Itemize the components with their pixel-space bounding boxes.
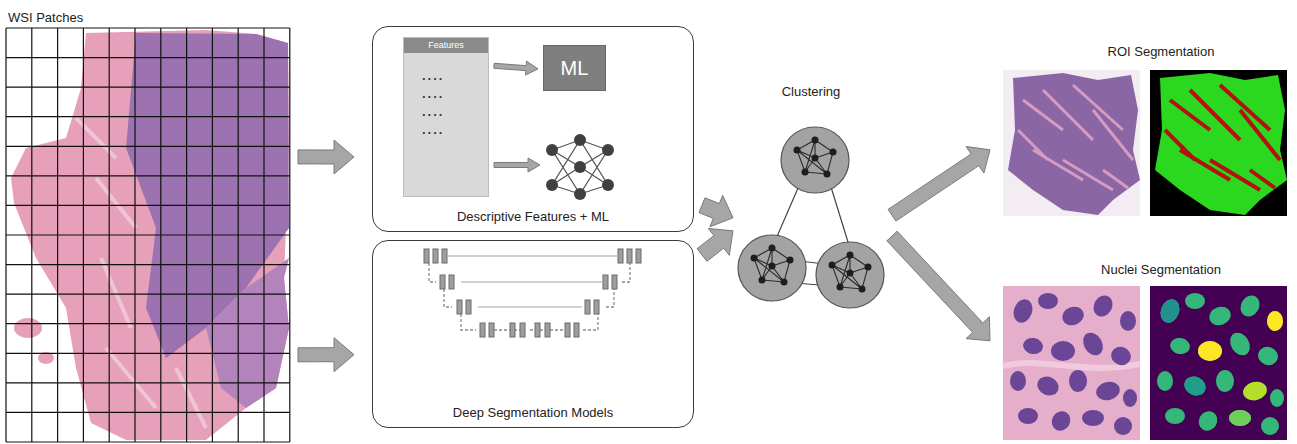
group-label: Descriptive Features + ML [373, 209, 693, 225]
block-arrow [298, 140, 354, 174]
result-figure: ROI Segmentation [1000, 40, 1292, 220]
cluster-graph [738, 127, 884, 308]
box-label: ML [561, 57, 589, 79]
table-row: .... [404, 67, 488, 85]
block-arrow [494, 61, 538, 75]
figure-heading: ROI Segmentation [1000, 44, 1292, 60]
figure-heading: WSI Patches [4, 10, 292, 26]
roi-mask-image [1150, 70, 1287, 216]
result-figure: Nuclei Segmentation [1000, 258, 1292, 442]
table-row: .... [404, 103, 488, 121]
block-arrow [298, 338, 354, 372]
figure-heading: Nuclei Segmentation [1000, 262, 1292, 278]
block-arrow [699, 195, 733, 227]
block-arrow [888, 147, 990, 222]
block-arrow [697, 229, 733, 262]
feature-table: Features................ [403, 37, 489, 197]
patch-grid [6, 28, 290, 442]
group-label: Deep Segmentation Models [373, 405, 693, 421]
method-group: Descriptive Features + ML Features.......… [372, 26, 694, 232]
nuclei-mask-image [1150, 286, 1287, 440]
unet-icon [424, 249, 641, 337]
table-row: .... [404, 85, 488, 103]
figure-heading: Clustering [738, 84, 884, 100]
block-arrow [887, 231, 990, 341]
table-row: .... [404, 121, 488, 139]
cluster-figure: Clustering [738, 80, 884, 340]
table-header: Features [404, 38, 488, 53]
neural-network-icon [546, 134, 614, 200]
nuclei-tissue-image [1003, 286, 1140, 440]
wsi-figure: WSI Patches [4, 6, 292, 442]
process-box: ML [543, 45, 606, 91]
roi-tissue-image [1003, 70, 1140, 216]
method-group: Deep Segmentation Models [372, 240, 694, 428]
feature-arrow [494, 158, 540, 172]
